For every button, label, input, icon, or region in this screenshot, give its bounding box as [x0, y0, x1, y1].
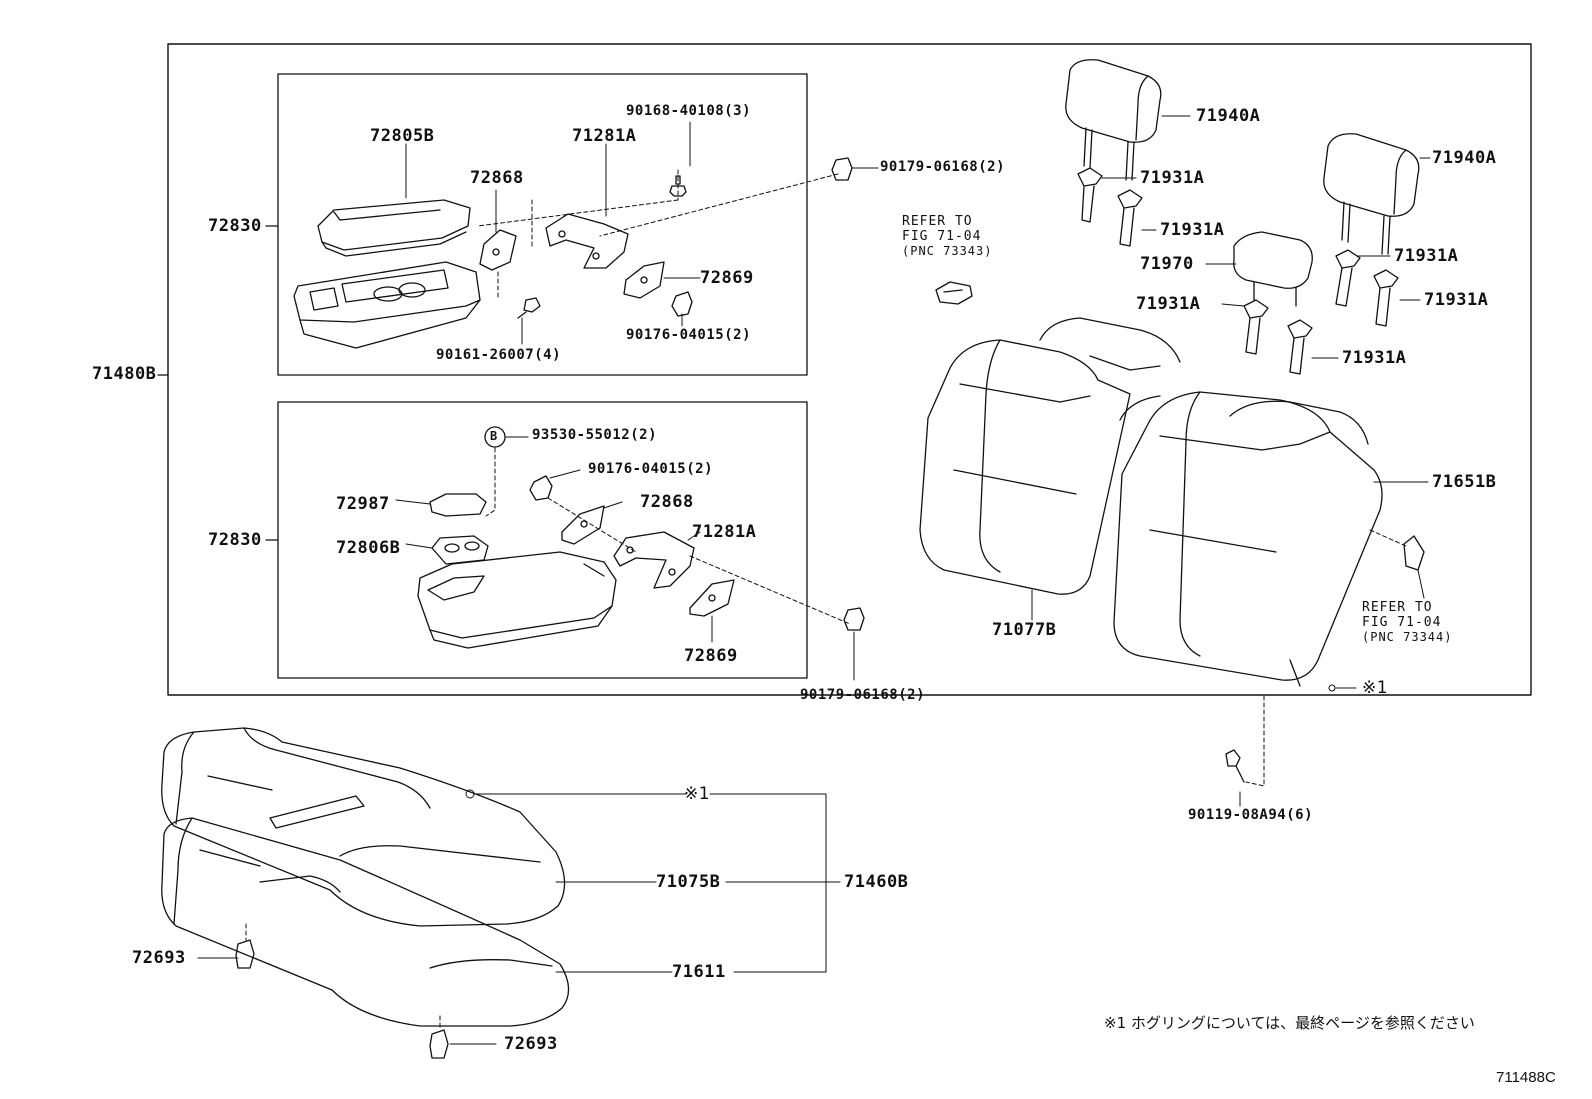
label-71931A-6: 71931A	[1342, 348, 1407, 368]
seatback-71077B	[919, 317, 1181, 595]
refer-line-2: FIG 71-04	[902, 229, 982, 244]
label-72806B: 72806B	[336, 538, 401, 558]
nut-upper	[671, 291, 693, 317]
bracket-72868-upper	[479, 229, 517, 271]
label-71931A-3: 71931A	[1394, 246, 1459, 266]
label-90119: 90119-08A94(6)	[1188, 807, 1314, 823]
label-71940A-right: 71940A	[1432, 148, 1497, 168]
label-71931A-1: 71931A	[1140, 168, 1205, 188]
headrest-71940A-right	[1323, 133, 1420, 255]
label-screw-upper: 90161-26007(4)	[436, 347, 562, 363]
refer-line-2: FIG 71-04	[1362, 615, 1442, 630]
label-72987: 72987	[336, 494, 390, 514]
label-71281A-upper: 71281A	[572, 126, 637, 146]
figure-id: 711488C	[1496, 1069, 1556, 1086]
label-72830-lower: 72830	[208, 530, 262, 550]
screw-left-upper	[517, 297, 541, 319]
bracket-72869-upper	[623, 261, 665, 299]
label-71651B: 71651B	[1432, 472, 1497, 492]
label-72869-lower: 72869	[684, 646, 738, 666]
label-72868-upper: 72868	[470, 168, 524, 188]
label-71931A-5: 71931A	[1136, 294, 1201, 314]
b-marker-letter: B	[490, 429, 498, 443]
label-bolt-upper: 90168-40108(3)	[626, 103, 752, 119]
support-71931A-4	[1373, 269, 1399, 327]
label-71611: 71611	[672, 962, 726, 982]
bolt-90119	[1225, 749, 1245, 783]
hinge-71281A-upper	[545, 213, 629, 269]
armrest-lower	[417, 551, 617, 649]
bracket-72868-lower	[561, 505, 605, 545]
label-71931A-4: 71931A	[1424, 290, 1489, 310]
label-hog-ring-cushion: ※1	[684, 784, 711, 804]
refer-clip-73343	[935, 281, 973, 305]
label-cap-lower: 90179-06168(2)	[800, 687, 926, 703]
b-clip-marker	[484, 426, 506, 448]
label-71075B: 71075B	[656, 872, 721, 892]
label-72693-b: 72693	[504, 1034, 558, 1054]
refer-note-73343: REFER TO FIG 71-04 (PNC 73343)	[902, 214, 992, 259]
cupholder-72806B-lower	[431, 535, 489, 565]
refer-line-1: REFER TO	[1362, 600, 1433, 615]
armrest-base-upper	[293, 261, 481, 349]
refer-note-73344: REFER TO FIG 71-04 (PNC 73344)	[1362, 600, 1452, 645]
support-71931A-2	[1117, 189, 1143, 247]
hinge-71281A-lower	[613, 531, 695, 589]
refer-line-1: REFER TO	[902, 214, 973, 229]
label-cap-upper: 90179-06168(2)	[880, 159, 1006, 175]
label-71077B: 71077B	[992, 620, 1057, 640]
bolt-upper	[669, 175, 687, 197]
headrest-71940A-left	[1065, 59, 1162, 181]
armrest-lid-upper	[317, 199, 471, 257]
refer-line-3: (PNC 73344)	[1362, 630, 1453, 644]
label-hog-ring-back: ※1	[1362, 678, 1389, 698]
cap-lower	[843, 607, 865, 681]
main-assembly-frame	[167, 43, 1532, 696]
label-71281A-lower: 71281A	[692, 522, 757, 542]
label-72693-a: 72693	[132, 948, 186, 968]
label-72830-upper: 72830	[208, 216, 262, 236]
cushion-cover-71075B	[161, 727, 566, 927]
label-nut-lower: 90176-04015(2)	[588, 461, 714, 477]
clip-72693-b	[429, 1015, 449, 1059]
clip-72693-a	[235, 923, 255, 969]
support-71931A-3	[1335, 249, 1361, 307]
support-71931A-5	[1243, 299, 1269, 355]
label-clip-b: 93530-55012(2)	[532, 427, 658, 443]
label-71970: 71970	[1140, 254, 1194, 274]
cap-upper	[831, 157, 879, 181]
cushion-pad-71611	[161, 817, 570, 1027]
seatback-71651B	[1113, 391, 1383, 687]
support-71931A-6	[1287, 319, 1313, 375]
label-71931A-2: 71931A	[1160, 220, 1225, 240]
nut-lower	[529, 475, 553, 501]
label-71460B: 71460B	[844, 872, 909, 892]
label-72868-lower: 72868	[640, 492, 694, 512]
bracket-72869-lower	[689, 579, 735, 617]
label-71940A-left: 71940A	[1196, 106, 1261, 126]
upper-armrest-box	[277, 73, 808, 376]
label-71480B: 71480B	[92, 364, 157, 384]
label-nut-upper: 90176-04015(2)	[626, 327, 752, 343]
label-72869-upper: 72869	[700, 268, 754, 288]
refer-clip-73344	[1403, 535, 1425, 599]
headrest-71970-center	[1233, 231, 1313, 307]
hog-ring-footnote: ※1 ホグリングについては、最終ページを参照ください	[1104, 1014, 1475, 1032]
lid-72987-lower	[429, 493, 487, 517]
support-71931A-1	[1077, 167, 1103, 223]
refer-line-3: (PNC 73343)	[902, 244, 993, 258]
label-72805B: 72805B	[370, 126, 435, 146]
